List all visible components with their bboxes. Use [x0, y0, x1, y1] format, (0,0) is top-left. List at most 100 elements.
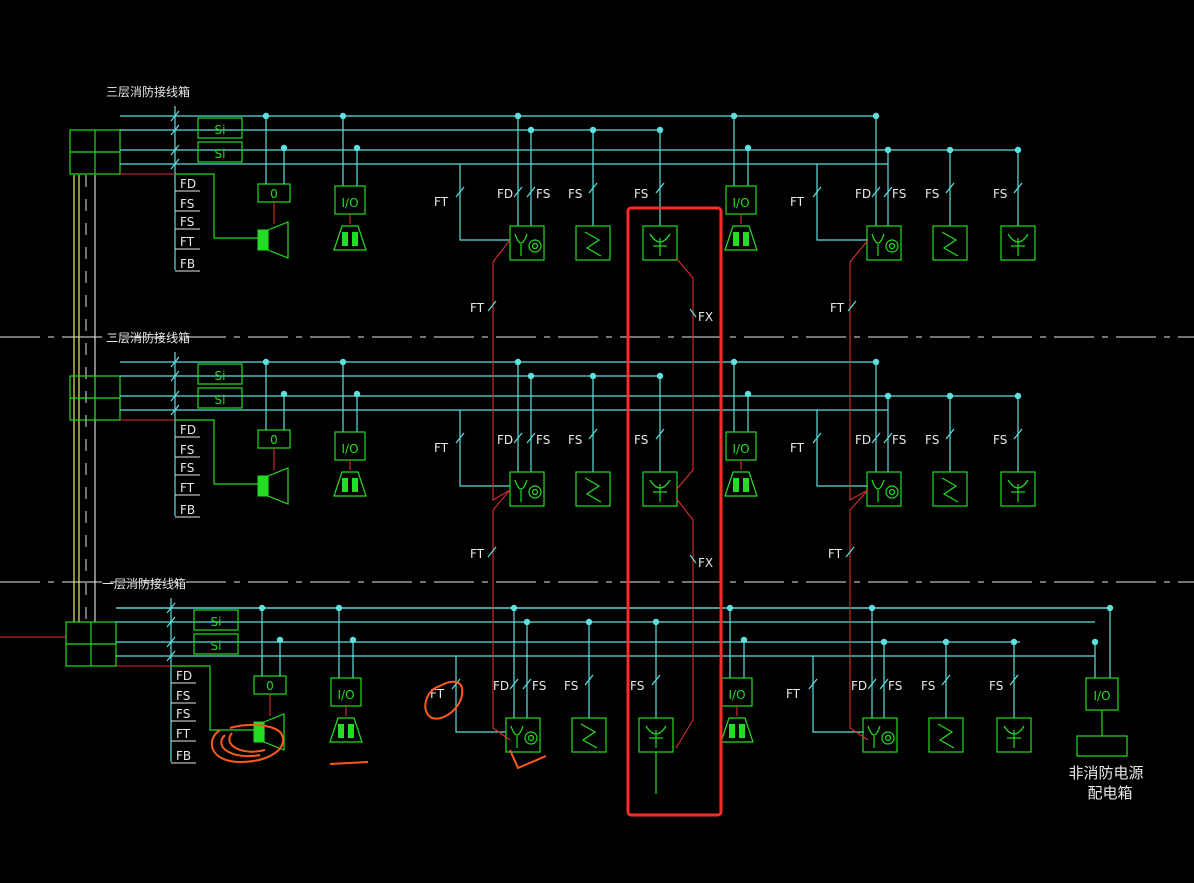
- tag-ft-riser: FT: [470, 301, 485, 315]
- manual-call-point-icon: [928, 717, 964, 753]
- io-module-label: I/O: [728, 688, 745, 702]
- si-label: Si: [215, 123, 226, 137]
- tag-fs: FS: [892, 433, 906, 447]
- si-module-floor1-1: [193, 609, 239, 631]
- tag-fs: FS: [892, 187, 906, 201]
- riser-wires: [492, 239, 869, 749]
- hand-annotations: [210, 680, 547, 770]
- highlight-box: [626, 206, 723, 817]
- hydrant-button-icon: [1000, 225, 1036, 261]
- hydrant-button-icon: [642, 225, 678, 261]
- si-label: Si: [215, 369, 226, 383]
- bus-tag-ft: FT: [180, 481, 195, 495]
- smoke-heat-detector-icon: [866, 225, 902, 261]
- tag-fs: FS: [925, 187, 939, 201]
- annotation-hook-detector: [509, 749, 547, 770]
- bus-tag-fs: FS: [176, 689, 190, 703]
- si-label: Si: [215, 393, 226, 407]
- manual-call-point-icon: [932, 225, 968, 261]
- tag-fs: FS: [989, 679, 1003, 693]
- tag-fs: FS: [634, 433, 648, 447]
- si-label: Si: [215, 147, 226, 161]
- bus-tag-fs: FS: [180, 443, 194, 457]
- bus-tag-fs: FS: [180, 215, 194, 229]
- si-module-floor2-1: [197, 363, 243, 385]
- tag-ft: FT: [434, 195, 449, 209]
- alarm-bell-icon: [724, 471, 758, 497]
- tag-ft: FT: [790, 441, 805, 455]
- si-module-floor2-2: [197, 387, 243, 409]
- bus-tag-fs: FS: [176, 707, 190, 721]
- tag-fx-riser: FX: [698, 310, 713, 324]
- speaker-icon: [257, 475, 269, 497]
- io-module-label: I/O: [732, 196, 749, 210]
- tag-ft: FT: [430, 687, 445, 701]
- tag-fs: FS: [634, 187, 648, 201]
- bus-tag-ft: FT: [176, 727, 191, 741]
- tag-fs: FS: [925, 433, 939, 447]
- tag-ft-riser: FT: [828, 547, 843, 561]
- bus-tag-fs: FS: [180, 197, 194, 211]
- junction-box-title-floor3: 三层消防接线箱: [106, 84, 190, 99]
- si-module-floor1-2: [193, 633, 239, 655]
- tag-ft-riser: FT: [470, 547, 485, 561]
- alarm-bell-icon: [329, 717, 363, 743]
- tag-fs: FS: [993, 433, 1007, 447]
- annotation-circle-ft: [424, 680, 464, 720]
- tag-fs: FS: [536, 433, 550, 447]
- tag-ft: FT: [434, 441, 449, 455]
- smoke-heat-detector-icon: [509, 471, 545, 507]
- bus-tag-fb: FB: [176, 749, 191, 763]
- tag-ft: FT: [786, 687, 801, 701]
- tag-fs: FS: [564, 679, 578, 693]
- tag-fs: FS: [568, 187, 582, 201]
- relay-label: 0: [270, 433, 278, 447]
- tag-fd: FD: [855, 433, 871, 447]
- tag-ft: FT: [790, 195, 805, 209]
- io-module-label: I/O: [337, 688, 354, 702]
- tag-fd: FD: [855, 187, 871, 201]
- io-module-label: I/O: [1093, 689, 1110, 703]
- smoke-heat-detector-icon: [862, 717, 898, 753]
- hydrant-button-icon: [996, 717, 1032, 753]
- non-fire-power-label-1: 非消防电源: [1068, 764, 1143, 782]
- relay-label: 0: [266, 679, 274, 693]
- si-label: Si: [211, 639, 222, 653]
- annotation-underline-io: [329, 761, 369, 765]
- manual-call-point-icon: [575, 225, 611, 261]
- manual-call-point-icon: [575, 471, 611, 507]
- bus-tag-fd: FD: [180, 177, 196, 191]
- smoke-heat-detector-icon: [866, 471, 902, 507]
- bus-tag-fd: FD: [180, 423, 196, 437]
- si-label: Si: [211, 615, 222, 629]
- manual-call-point-icon: [571, 717, 607, 753]
- hydrant-button-icon: [1000, 471, 1036, 507]
- tag-ft-riser: FT: [830, 301, 845, 315]
- tag-fs: FS: [532, 679, 546, 693]
- tag-fs: FS: [568, 433, 582, 447]
- bus-tag-ft: FT: [180, 235, 195, 249]
- junction-box-title-floor2: 二层消防接线箱: [106, 330, 190, 345]
- smoke-heat-detector-icon: [509, 225, 545, 261]
- alarm-bell-icon: [724, 225, 758, 251]
- alarm-bell-icon: [720, 717, 754, 743]
- speaker-icon: [257, 229, 269, 251]
- si-module-floor3-2: [197, 141, 243, 163]
- alarm-bell-icon: [333, 471, 367, 497]
- annotation-loop-speaker: [210, 723, 285, 764]
- non-fire-power-label-2: 配电箱: [1087, 784, 1132, 802]
- vertical-trunk: [0, 175, 96, 638]
- tag-fd: FD: [497, 187, 513, 201]
- relay-label: 0: [270, 187, 278, 201]
- io-module-label: I/O: [732, 442, 749, 456]
- bus-tag-fd: FD: [176, 669, 192, 683]
- bus-tag-fs: FS: [180, 461, 194, 475]
- bus-tag-fb: FB: [180, 257, 195, 271]
- tag-fs: FS: [536, 187, 550, 201]
- tag-fs: FS: [888, 679, 902, 693]
